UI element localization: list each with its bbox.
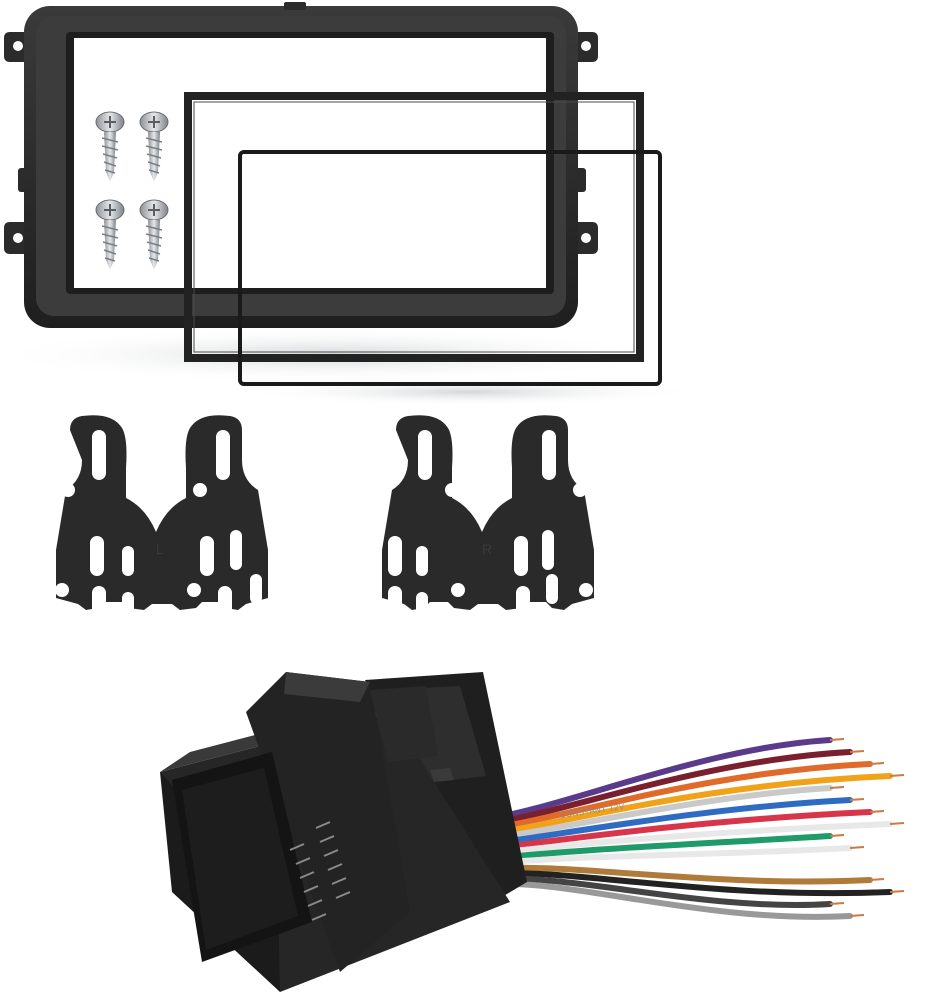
wire-copper-tip [889, 890, 905, 893]
harness-connector [160, 672, 527, 992]
harness-wire [477, 737, 833, 823]
connector-pins [289, 821, 351, 921]
screw [139, 111, 169, 182]
radio-bezel [4, 2, 598, 328]
wire-copper-tip [829, 902, 845, 905]
screw [139, 199, 169, 270]
wire-copper-tip [849, 846, 865, 849]
wire-copper-tip [829, 834, 845, 837]
bracket-label-left: L [156, 541, 164, 557]
wire-copper-tip [869, 810, 885, 813]
wire-copper-tip [829, 738, 845, 741]
wire-copper-tip [849, 914, 865, 917]
harness-wires [477, 737, 905, 920]
wire-copper-tip [869, 762, 885, 765]
screw [95, 111, 125, 182]
harness-wire [477, 749, 853, 828]
side-bracket-right: R [382, 415, 594, 630]
bracket-label-right: R [482, 541, 492, 557]
wire-copper-tip [829, 786, 845, 789]
side-bracket-left: L [55, 415, 268, 630]
screw [95, 199, 125, 270]
wire-copper-tip [869, 878, 885, 881]
screw-set [95, 111, 169, 270]
wire-copper-tip [849, 798, 865, 801]
harness-wire [477, 761, 873, 833]
wire-copper-tip [849, 750, 865, 753]
trim-ring-small [238, 150, 662, 386]
harness-wire [477, 880, 853, 920]
trim-ring-large [184, 92, 644, 362]
wire-copper-tip [889, 822, 905, 825]
wire-copper-tip [889, 774, 905, 777]
